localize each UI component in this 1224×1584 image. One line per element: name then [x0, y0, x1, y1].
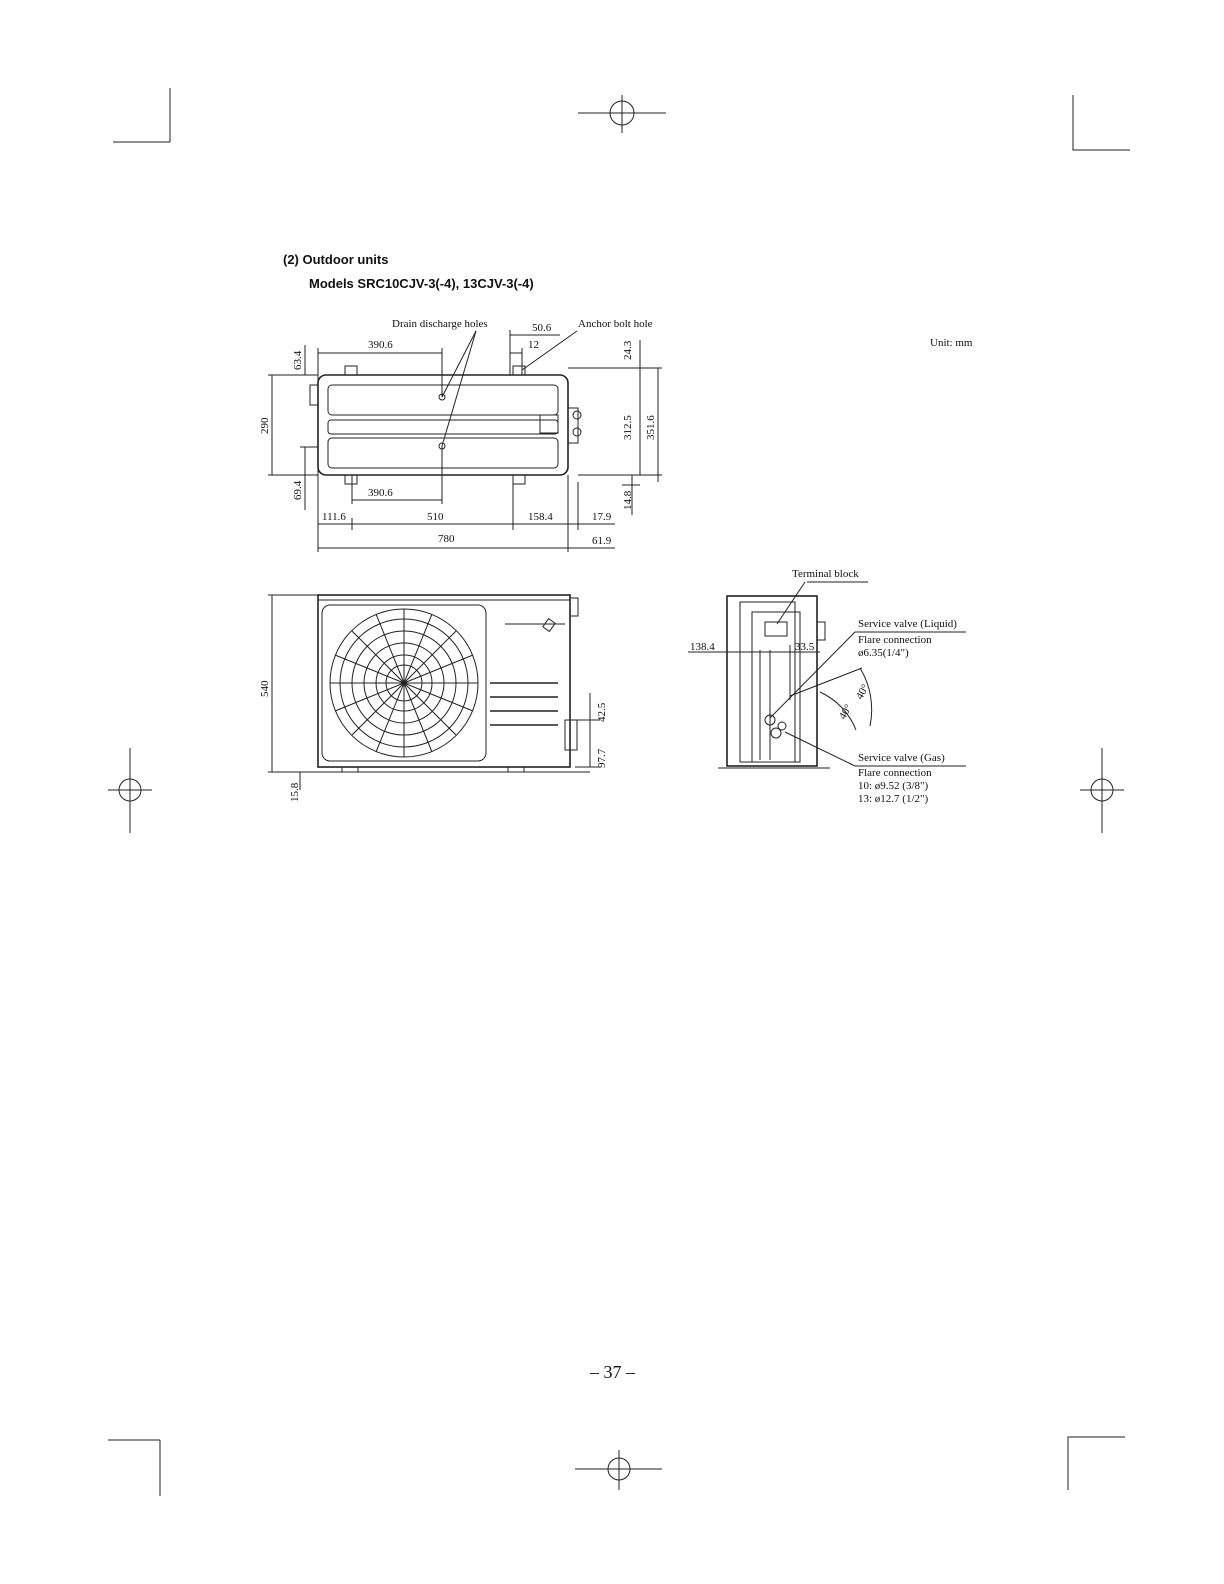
dim-63-4: 63.4 — [292, 350, 304, 370]
crop-marks — [108, 88, 1130, 1496]
dim-15-8: 15.8 — [289, 782, 301, 802]
registration-target-bottom — [575, 1450, 662, 1490]
dim-12: 12 — [528, 339, 539, 351]
registration-target-left — [108, 748, 152, 833]
anchor-bolt-label: Anchor bolt hole — [578, 318, 653, 330]
gas-valve-label: Service valve (Gas) — [858, 752, 945, 764]
models-title: Models SRC10CJV-3(-4), 13CJV-3(-4) — [309, 276, 534, 291]
dim-33-5: 33.5 — [795, 641, 815, 653]
page-number: – 37 – — [590, 1362, 635, 1382]
dim-97-7: 97.7 — [596, 748, 608, 768]
dim-61-9: 61.9 — [592, 535, 612, 547]
dim-17-9: 17.9 — [592, 511, 612, 523]
dim-24-3: 24.3 — [622, 340, 634, 360]
dim-351-6: 351.6 — [645, 415, 657, 440]
side-view-drawing — [688, 581, 966, 769]
dim-290: 290 — [259, 417, 271, 435]
registration-target-right — [1080, 748, 1124, 833]
dim-14-8: 14.8 — [622, 490, 634, 510]
dim-111-6: 111.6 — [322, 511, 346, 523]
dim-69-4: 69.4 — [292, 480, 304, 500]
drain-holes-label: Drain discharge holes — [392, 318, 488, 330]
top-view-drawing — [268, 330, 662, 552]
dim-312-5: 312.5 — [622, 415, 634, 440]
section-title: (2) Outdoor units — [283, 252, 389, 267]
dim-158-4: 158.4 — [528, 511, 553, 523]
gas-size-13-label: 13: ø12.7 (1/2") — [858, 793, 929, 805]
dim-390-6-bottom: 390.6 — [368, 487, 393, 499]
dim-138-4: 138.4 — [690, 641, 715, 653]
dim-50-6: 50.6 — [532, 322, 552, 334]
front-view-drawing — [268, 594, 600, 790]
unit-note: Unit: mm — [930, 337, 973, 349]
dim-42-5: 42.5 — [596, 702, 608, 722]
registration-target-top — [578, 95, 666, 133]
dim-780: 780 — [438, 533, 455, 545]
liquid-flare-label: Flare connection — [858, 634, 932, 646]
gas-flare-label: Flare connection — [858, 767, 932, 779]
terminal-block-label: Terminal block — [792, 568, 859, 580]
dim-510: 510 — [427, 511, 444, 523]
dim-540: 540 — [259, 680, 271, 698]
gas-size-10-label: 10: ø9.52 (3/8") — [858, 780, 929, 792]
liquid-size-label: ø6.35(1/4") — [858, 647, 909, 659]
dim-390-6-top: 390.6 — [368, 339, 393, 351]
liquid-valve-label: Service valve (Liquid) — [858, 618, 957, 630]
